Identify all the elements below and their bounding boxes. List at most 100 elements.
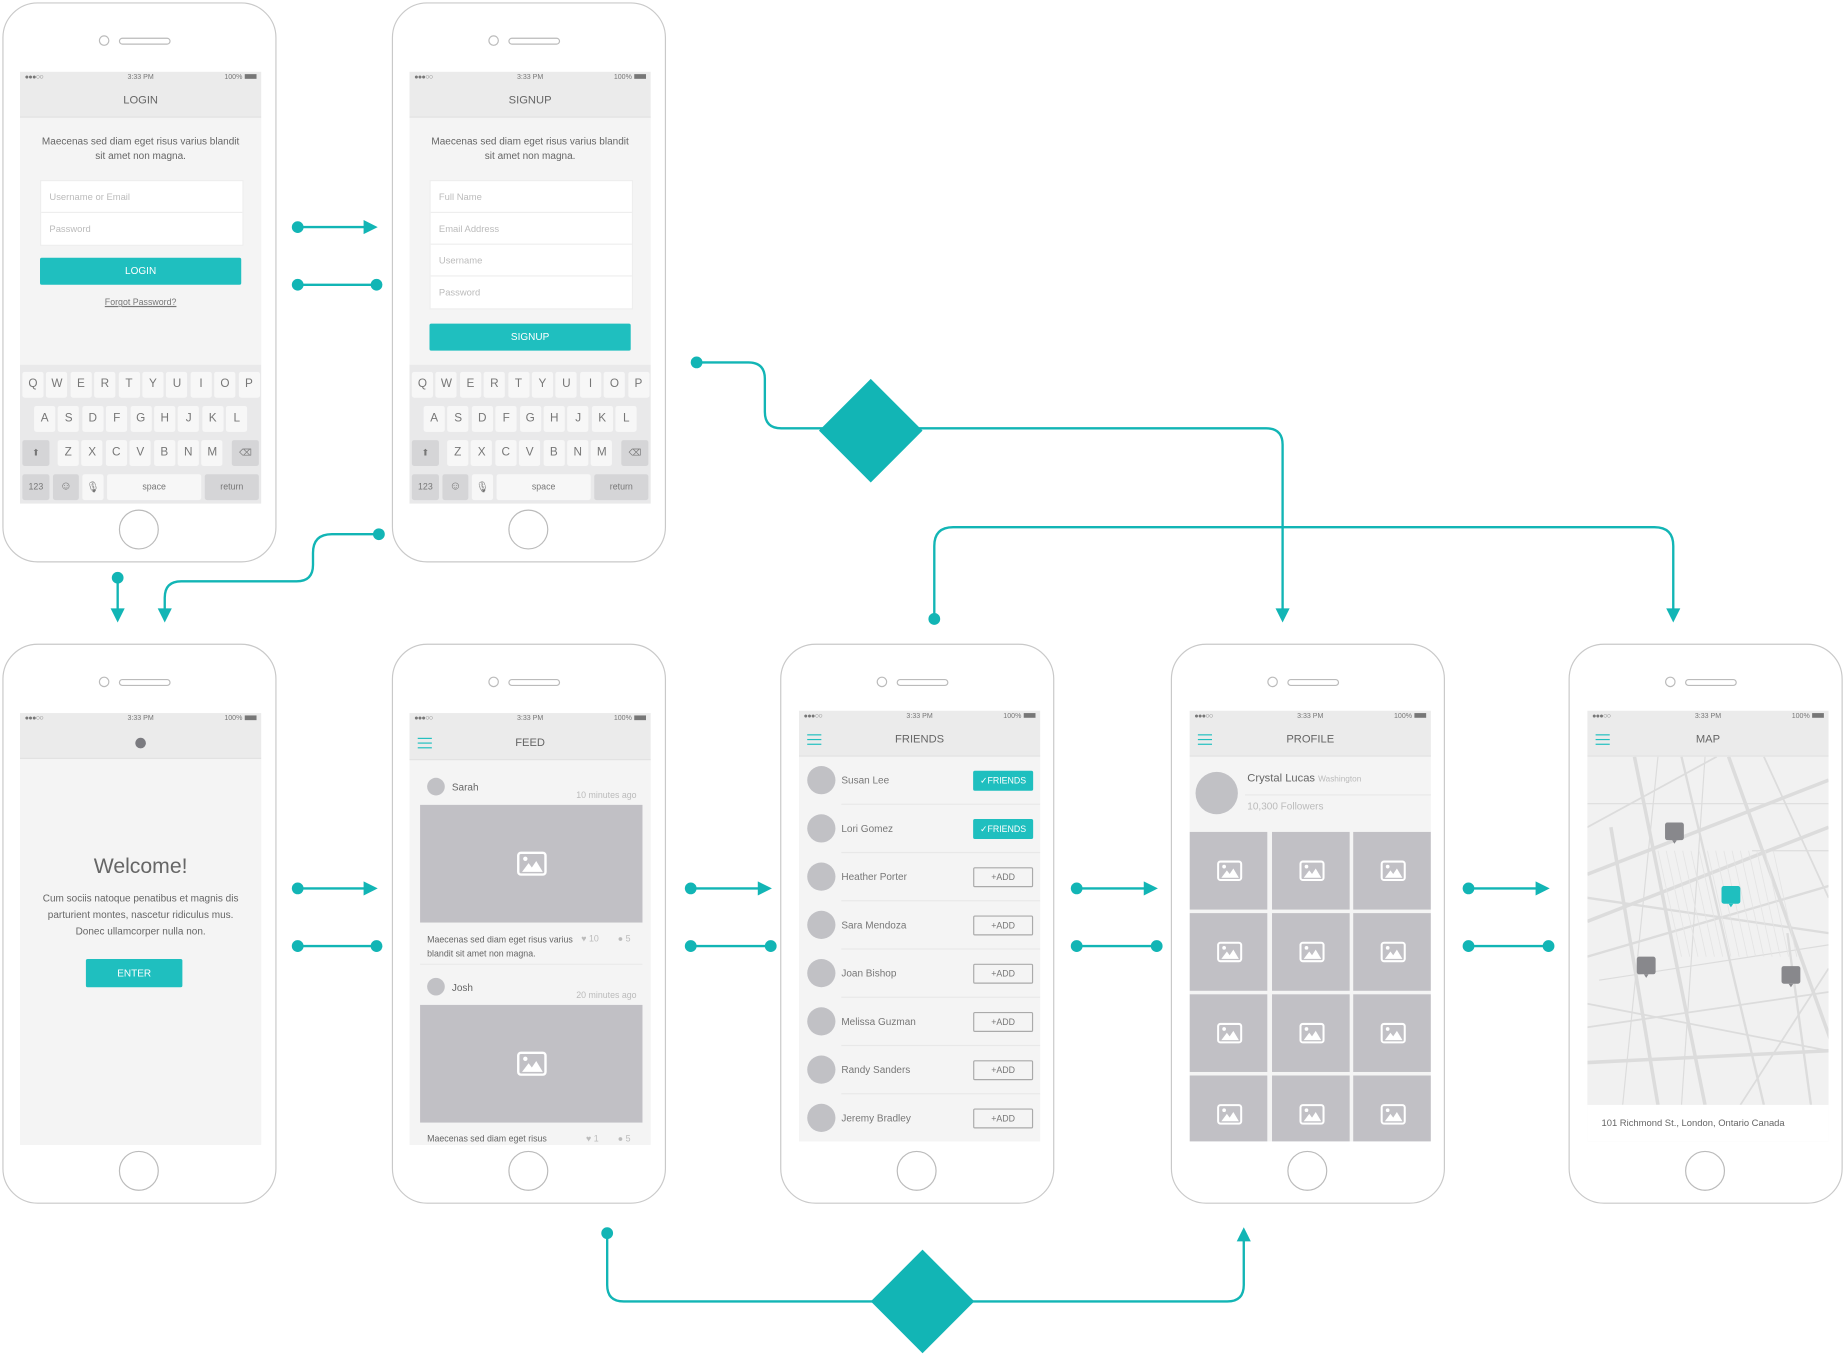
- delete-key[interactable]: ⌫: [621, 440, 649, 466]
- key-y[interactable]: Y: [142, 371, 164, 398]
- photo-tile[interactable]: [1271, 913, 1350, 991]
- avatar[interactable]: [427, 977, 445, 996]
- mic-key[interactable]: 🎙︎: [82, 474, 104, 501]
- key-g[interactable]: G: [519, 405, 541, 432]
- key-i[interactable]: I: [190, 371, 212, 398]
- key-p[interactable]: P: [238, 371, 260, 398]
- return-key[interactable]: return: [204, 474, 259, 501]
- friend-row[interactable]: Sara Mendoza +ADD: [799, 901, 1041, 950]
- key-f[interactable]: F: [106, 405, 128, 432]
- key-g[interactable]: G: [130, 405, 152, 432]
- friend-row[interactable]: Susan Lee ✓FRIENDS: [799, 757, 1041, 805]
- map-pin-icon[interactable]: [1781, 966, 1801, 988]
- key-q[interactable]: Q: [22, 371, 44, 398]
- key-i[interactable]: I: [579, 371, 602, 398]
- key-b[interactable]: B: [543, 440, 565, 466]
- key-j[interactable]: J: [178, 405, 200, 432]
- key-d[interactable]: D: [471, 405, 493, 432]
- signup-button[interactable]: SIGNUP: [429, 323, 631, 351]
- key-l[interactable]: L: [226, 405, 248, 432]
- key-k[interactable]: K: [202, 405, 224, 432]
- key-s[interactable]: S: [447, 405, 469, 432]
- key-r[interactable]: R: [483, 371, 506, 398]
- post-image[interactable]: [420, 1004, 643, 1123]
- password-field[interactable]: Password: [49, 223, 91, 235]
- emoji-key[interactable]: ☺: [442, 474, 469, 501]
- map-pin-icon[interactable]: [1636, 956, 1656, 978]
- key-m[interactable]: M: [591, 440, 613, 466]
- post-author[interactable]: Josh: [451, 981, 473, 994]
- key-n[interactable]: N: [177, 440, 199, 466]
- like-count[interactable]: ♥ 10: [581, 933, 599, 944]
- home-button[interactable]: [1685, 1150, 1726, 1191]
- add-friend-button[interactable]: +ADD: [973, 963, 1034, 984]
- followers-count[interactable]: 10,300 Followers: [1247, 800, 1324, 812]
- home-button[interactable]: [118, 1150, 159, 1191]
- like-count[interactable]: ♥ 1: [586, 1133, 599, 1144]
- key-j[interactable]: J: [567, 405, 589, 432]
- key-o[interactable]: O: [603, 371, 626, 398]
- post-author[interactable]: Sarah: [451, 781, 479, 794]
- home-button[interactable]: [508, 509, 549, 550]
- add-friend-button[interactable]: +ADD: [973, 1060, 1034, 1081]
- hamburger-menu-icon[interactable]: [1197, 734, 1213, 745]
- add-friend-button[interactable]: +ADD: [973, 1108, 1034, 1129]
- key-c[interactable]: C: [495, 440, 517, 466]
- map-view[interactable]: [1587, 756, 1829, 1105]
- key-w[interactable]: W: [435, 371, 458, 398]
- key-f[interactable]: F: [495, 405, 517, 432]
- mic-key[interactable]: 🎙︎: [471, 474, 494, 501]
- shift-key[interactable]: ⬆: [22, 440, 50, 466]
- key-l[interactable]: L: [615, 405, 637, 432]
- add-friend-button[interactable]: +ADD: [973, 867, 1034, 888]
- key-h[interactable]: H: [543, 405, 565, 432]
- password-field[interactable]: Password: [438, 287, 481, 298]
- full-name-field[interactable]: Full Name: [430, 181, 632, 213]
- key-b[interactable]: B: [153, 440, 175, 466]
- photo-tile[interactable]: [1189, 994, 1268, 1072]
- login-button[interactable]: LOGIN: [40, 257, 242, 285]
- username-field[interactable]: Username or Email: [41, 181, 243, 213]
- key-d[interactable]: D: [82, 405, 104, 432]
- key-p[interactable]: P: [627, 371, 650, 398]
- key-u[interactable]: U: [166, 371, 188, 398]
- friend-row[interactable]: Melissa Guzman +ADD: [799, 998, 1041, 1047]
- photo-tile[interactable]: [1353, 831, 1431, 910]
- photo-tile[interactable]: [1353, 913, 1431, 991]
- space-key[interactable]: space: [107, 474, 202, 501]
- key-e[interactable]: E: [459, 371, 482, 398]
- key-m[interactable]: M: [201, 440, 223, 466]
- home-button[interactable]: [896, 1150, 937, 1191]
- friend-row[interactable]: Joan Bishop +ADD: [799, 950, 1041, 998]
- key-y[interactable]: Y: [531, 371, 554, 398]
- enter-button[interactable]: ENTER: [85, 959, 183, 988]
- forgot-password-link[interactable]: Forgot Password?: [104, 296, 177, 308]
- photo-tile[interactable]: [1189, 1075, 1268, 1142]
- hamburger-menu-icon[interactable]: [807, 734, 822, 745]
- add-friend-button[interactable]: +ADD: [973, 915, 1034, 936]
- friends-button[interactable]: ✓FRIENDS: [973, 770, 1034, 791]
- key-t[interactable]: T: [507, 371, 530, 398]
- friend-row[interactable]: Randy Sanders +ADD: [799, 1046, 1041, 1095]
- numbers-key[interactable]: 123: [22, 474, 50, 501]
- key-z[interactable]: Z: [447, 440, 469, 466]
- home-button[interactable]: [508, 1150, 549, 1191]
- friends-button[interactable]: ✓FRIENDS: [973, 818, 1034, 839]
- delete-key[interactable]: ⌫: [231, 440, 259, 466]
- key-n[interactable]: N: [567, 440, 589, 466]
- key-t[interactable]: T: [118, 371, 140, 398]
- photo-tile[interactable]: [1353, 1075, 1431, 1142]
- home-button[interactable]: [1287, 1150, 1328, 1191]
- key-s[interactable]: S: [58, 405, 80, 432]
- key-a[interactable]: A: [34, 405, 56, 432]
- friend-row[interactable]: Jeremy Bradley +ADD: [799, 1094, 1040, 1141]
- key-v[interactable]: V: [519, 440, 541, 466]
- avatar[interactable]: [427, 777, 445, 796]
- photo-tile[interactable]: [1271, 994, 1350, 1072]
- shift-key[interactable]: ⬆: [411, 440, 439, 466]
- map-pin-icon[interactable]: [1665, 822, 1684, 844]
- add-friend-button[interactable]: +ADD: [973, 1011, 1034, 1032]
- key-z[interactable]: Z: [57, 440, 79, 466]
- key-q[interactable]: Q: [411, 371, 434, 398]
- key-e[interactable]: E: [70, 371, 92, 398]
